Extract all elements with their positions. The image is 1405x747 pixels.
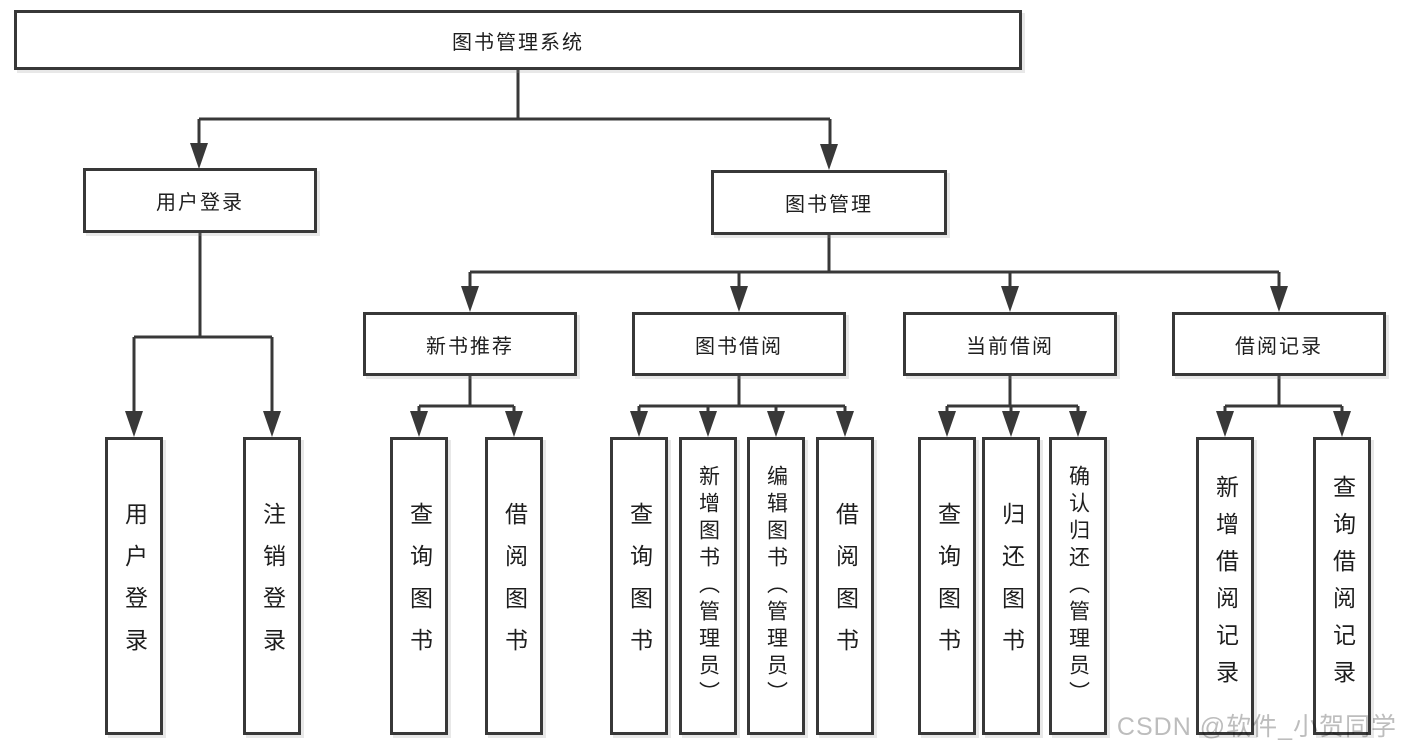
leaf-confirm-return-admin: 确认归还（管理员） (1049, 437, 1107, 735)
node-user-login-branch-label: 用户登录 (156, 192, 244, 214)
node-new-book-recommend: 新书推荐 (363, 312, 577, 376)
leaf-query-borrow-record-label: 查询借阅记录 (1329, 475, 1356, 697)
leaf-query-book-recommend-label: 查询图书 (406, 502, 433, 670)
leaf-logout-label: 注销登录 (259, 502, 286, 670)
leaf-user-login: 用户登录 (105, 437, 163, 735)
node-book-borrow: 图书借阅 (632, 312, 846, 376)
leaf-return-book: 归还图书 (982, 437, 1040, 735)
node-current-borrow-label: 当前借阅 (966, 335, 1054, 358)
node-book-management: 图书管理 (711, 170, 947, 235)
node-book-management-label: 图书管理 (785, 194, 873, 216)
leaf-add-borrow-record: 新增借阅记录 (1196, 437, 1254, 735)
leaf-logout: 注销登录 (243, 437, 301, 735)
node-user-login-branch: 用户登录 (83, 168, 317, 233)
leaf-add-book-admin-label: 新增图书（管理员） (696, 464, 720, 708)
leaf-return-book-label: 归还图书 (998, 502, 1025, 670)
node-borrow-records-label: 借阅记录 (1235, 335, 1323, 358)
leaf-confirm-return-admin-label: 确认归还（管理员） (1066, 464, 1090, 708)
leaf-query-book-borrow: 查询图书 (610, 437, 668, 735)
node-book-borrow-label: 图书借阅 (695, 335, 783, 358)
arrowheads-down (125, 143, 1351, 437)
node-borrow-records: 借阅记录 (1172, 312, 1386, 376)
node-current-borrow: 当前借阅 (903, 312, 1117, 376)
leaf-user-login-label: 用户登录 (121, 502, 148, 670)
leaf-query-book-current: 查询图书 (918, 437, 976, 735)
leaf-query-book-borrow-label: 查询图书 (626, 502, 653, 670)
leaf-borrow-book: 借阅图书 (816, 437, 874, 735)
leaf-borrow-book-recommend: 借阅图书 (485, 437, 543, 735)
leaf-query-borrow-record: 查询借阅记录 (1313, 437, 1371, 735)
leaf-add-borrow-record-label: 新增借阅记录 (1212, 475, 1239, 697)
node-root-system-label: 图书管理系统 (452, 31, 584, 54)
leaf-borrow-book-label: 借阅图书 (832, 502, 859, 670)
leaf-edit-book-admin: 编辑图书（管理员） (747, 437, 805, 735)
node-new-book-recommend-label: 新书推荐 (426, 335, 514, 358)
leaf-query-book-recommend: 查询图书 (390, 437, 448, 735)
connector-lines (132, 70, 1344, 417)
leaf-add-book-admin: 新增图书（管理员） (679, 437, 737, 735)
leaf-edit-book-admin-label: 编辑图书（管理员） (764, 464, 788, 708)
leaf-borrow-book-recommend-label: 借阅图书 (501, 502, 528, 670)
leaf-query-book-current-label: 查询图书 (934, 502, 961, 670)
csdn-watermark: CSDN @软件_小贺同学 (1116, 713, 1397, 741)
node-root-system: 图书管理系统 (14, 10, 1022, 70)
